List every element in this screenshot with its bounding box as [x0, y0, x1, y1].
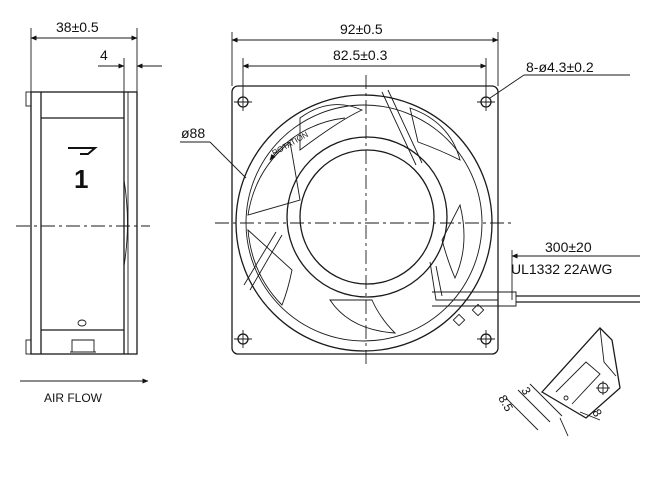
holes-leader	[489, 74, 525, 99]
side-view: 1 38±0.5 4 AIR FLOW	[16, 19, 162, 405]
wire-spec-label: UL1332 22AWG	[511, 261, 612, 277]
strut-wire	[429, 261, 498, 301]
side-lug-hole	[77, 319, 87, 327]
dia-leader	[209, 141, 247, 179]
blade-4	[329, 299, 397, 334]
terminal-fold	[599, 327, 617, 377]
front-frame	[231, 85, 499, 355]
blade-5	[247, 228, 293, 306]
side-body-outline	[30, 91, 138, 355]
blade-2	[409, 107, 461, 161]
dim-pitch-label: 82.5±0.3	[333, 47, 388, 63]
side-ear-bl	[25, 339, 32, 355]
rotation-arrow	[269, 117, 346, 161]
tab-b-label: 8.5	[495, 393, 516, 415]
blade-6	[247, 141, 301, 216]
strut-left	[243, 231, 283, 291]
dim-depth-label: 38±0.5	[56, 19, 99, 35]
terminal-blade	[555, 361, 601, 405]
holes-label: 8-ø4.3±0.2	[526, 59, 594, 75]
dia-label: ø88	[181, 125, 205, 141]
terminal-detail: 3 8.5 8	[495, 327, 621, 437]
terminal-dimple	[563, 395, 569, 401]
hub-inner	[299, 149, 435, 285]
terminal-2	[471, 303, 485, 317]
blade-1	[299, 104, 364, 151]
strut-top	[381, 89, 423, 166]
side-ear-tl	[25, 91, 32, 107]
mounting-holes	[234, 93, 495, 348]
side-lug	[71, 339, 95, 353]
terminal-1	[452, 313, 466, 327]
hub-outer	[286, 136, 448, 298]
dim-lead-label: 300±20	[545, 239, 592, 255]
tab-a-label: 3	[518, 385, 534, 398]
wire-exit	[432, 291, 517, 307]
dim-width-label: 92±0.5	[340, 21, 383, 37]
front-view: ROTATION 92±0.5 82.5±0.3	[180, 21, 640, 368]
voltage-symbol	[68, 147, 98, 155]
airflow-label: AIR FLOW	[44, 391, 103, 405]
terminal-body	[540, 327, 621, 419]
tab-c-label: 8	[589, 407, 605, 420]
blade-3	[441, 203, 465, 280]
dim-flange-label: 4	[100, 47, 108, 63]
side-symbol-label: 1	[74, 164, 88, 194]
side-hub-bulge	[123, 179, 128, 267]
